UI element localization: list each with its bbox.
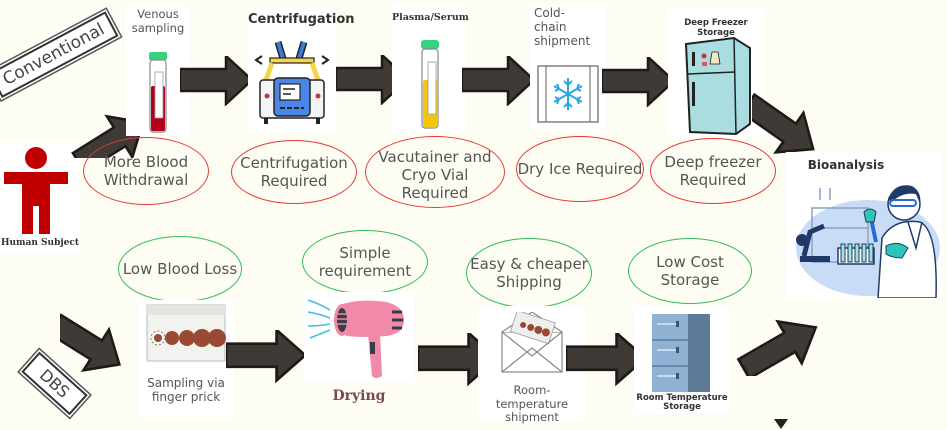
down-marker-icon — [774, 419, 788, 429]
finger-prick-card: Sampling via finger prick — [138, 300, 234, 418]
plasma-serum-card: Plasma/Serum — [392, 6, 469, 132]
note-low-blood-loss: Low Blood Loss — [118, 236, 242, 302]
note-more-blood-withdrawal: More Blood Withdrawal — [83, 137, 209, 205]
note-dry-ice-required: Dry Ice Required — [516, 136, 644, 202]
centrifugation-card: Centrifugation — [248, 8, 355, 132]
note-low-cost-storage: Low Cost Storage — [628, 238, 752, 304]
lab-scientist-icon — [796, 185, 940, 298]
cabinet-icon — [652, 314, 710, 392]
human-subject-label: Human Subject — [0, 238, 80, 248]
centrifuge-icon — [254, 40, 330, 124]
flow-arrow-shipment-to-freezer — [602, 57, 676, 107]
note-easy-cheaper-shipping: Easy & cheaper Shipping — [466, 238, 592, 308]
flow-arrow-dbs-to-sampling — [60, 302, 134, 380]
note-simple-requirement: Simple requirement — [302, 230, 428, 294]
envelope-icon — [501, 312, 563, 373]
drying-title: Drying — [332, 388, 386, 404]
finger-prick-title: Sampling via finger prick — [147, 376, 225, 405]
plasma-serum-title: Plasma/Serum — [392, 12, 469, 23]
freezer-icon — [684, 36, 751, 136]
flow-arrow-venous-to-centrifuge — [180, 56, 254, 106]
bioanalysis-title: Bioanalysis — [807, 158, 885, 172]
flow-arrow-sampling-to-drying — [226, 330, 307, 382]
human-subject: Human Subject — [0, 142, 80, 254]
note-centrifugation-required: Centrifugation Required — [231, 140, 357, 204]
hair-dryer-icon — [307, 299, 404, 378]
blood-tube-icon — [149, 52, 167, 133]
flow-arrow-plasma-to-shipment — [462, 56, 536, 106]
note-deep-freezer-required: Deep freezer Required — [650, 138, 776, 204]
deep-freezer-card: Deep Freezer Storage — [668, 8, 764, 138]
room-temperature-storage-card: Room Temperature Storage — [634, 306, 730, 414]
room-temperature-shipment-title: Room-temperature shipment — [495, 383, 569, 425]
dbs-card-icon — [146, 304, 226, 362]
venous-sampling-title: Venous sampling — [131, 7, 185, 35]
bioanalysis-card: Bioanalysis — [786, 152, 942, 300]
drying-card: Drying — [304, 292, 414, 404]
flow-arrow-storage-to-bioanalysis — [730, 305, 830, 376]
centrifugation-title: Centrifugation — [248, 12, 355, 27]
note-vacutainer-cryo-vial: Vacutainer and Cryo Vial Required — [365, 136, 505, 208]
deep-freezer-title: Deep Freezer Storage — [684, 18, 748, 39]
cold-chain-card: Cold-chain shipment — [530, 4, 606, 130]
flow-arrow-freezer-to-bioanalysis — [752, 82, 829, 160]
cold-chain-title: Cold-chain shipment — [534, 6, 591, 49]
snowflake-box-icon — [537, 65, 599, 123]
plasma-tube-icon — [421, 40, 439, 129]
venous-sampling-card: Venous sampling — [126, 6, 190, 136]
room-temperature-storage-title: Room Temperature Storage — [636, 393, 728, 412]
human-figure-icon — [4, 147, 68, 234]
